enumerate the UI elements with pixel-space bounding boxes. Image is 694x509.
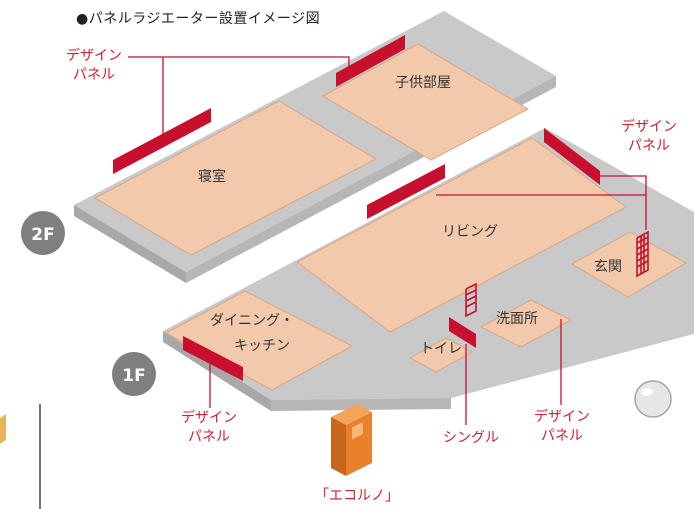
- callout-entrance-line1: デザイン: [621, 118, 677, 135]
- floor-badge-1f: 1F: [112, 352, 156, 396]
- room-label-toilet: トイレ: [420, 341, 462, 357]
- ladder-panel-entrance: [636, 230, 649, 278]
- room-washroom: 洗面所: [479, 299, 573, 348]
- room-label-kids: 子供部屋: [395, 75, 451, 91]
- panel-kids: [336, 35, 405, 87]
- decorative-sphere: [634, 380, 672, 418]
- panel-living: [367, 164, 445, 219]
- floor-badge-2f: 2F: [21, 211, 65, 255]
- callout-entrance-line2: パネル: [628, 138, 670, 154]
- room-label-living: リビング: [442, 224, 498, 240]
- callout-2f-line1: デザイン: [66, 47, 122, 64]
- callout-washroom-line1: デザイン: [534, 408, 590, 425]
- panel-bedroom: [113, 108, 211, 174]
- room-label-bedroom: 寝室: [198, 168, 226, 185]
- callout-washroom-line2: パネル: [541, 428, 583, 444]
- room-kids: 子供部屋: [321, 43, 530, 161]
- callout-dining-line2: パネル: [188, 429, 230, 445]
- panel-living-right: [544, 128, 600, 185]
- ecoruno-unit: [331, 404, 372, 476]
- room-label-washroom: 洗面所: [496, 311, 538, 327]
- callout-ecoruno: 「エコルノ」: [315, 488, 399, 504]
- room-label-dining-1: ダイニング・: [210, 313, 294, 329]
- room-bedroom: 寝室: [93, 100, 378, 256]
- design-panels-1f: [183, 128, 600, 381]
- leaders-1f: [209, 175, 647, 425]
- diagram-title: ●パネルラジエーター設置イメージ図: [76, 11, 321, 27]
- room-label-dining-2: キッチン: [234, 338, 290, 354]
- ladder-panels: [465, 230, 649, 318]
- panel-toilet-single: [449, 317, 476, 348]
- design-panels-2f: [113, 35, 405, 174]
- room-entrance: 玄関: [570, 231, 688, 298]
- left-edge-mark: [0, 414, 6, 444]
- callout-dining-line1: デザイン: [181, 409, 237, 426]
- svg-text:2F: 2F: [31, 225, 54, 245]
- room-living: リビング: [296, 137, 627, 333]
- svg-text:1F: 1F: [122, 366, 145, 386]
- room-toilet: トイレ: [408, 337, 474, 373]
- panel-dining: [183, 336, 243, 381]
- callout-single: シングル: [443, 430, 499, 446]
- room-dining: ダイニング・ キッチン: [164, 290, 354, 391]
- ladder-panel-washroom: [465, 282, 477, 318]
- callout-2f-line2: パネル: [73, 67, 115, 83]
- room-label-entrance: 玄関: [594, 258, 622, 275]
- leaders-2f: [128, 56, 350, 145]
